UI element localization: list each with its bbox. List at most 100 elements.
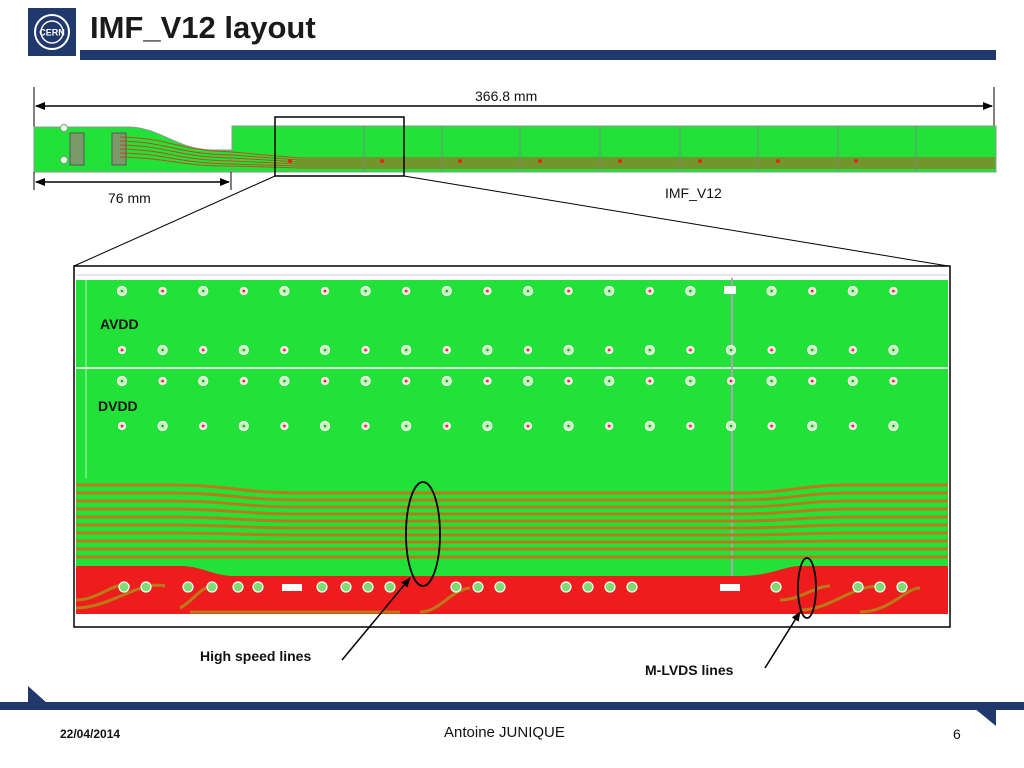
- slide-title: IMF_V12 layout: [90, 10, 316, 45]
- via-center: [404, 379, 408, 383]
- footer-page-number: 6: [953, 726, 961, 742]
- via-center: [404, 289, 408, 293]
- via-center: [810, 424, 814, 428]
- via-center: [242, 379, 246, 383]
- dvdd-label: DVDD: [98, 398, 138, 414]
- dimension-total-line: [33, 87, 995, 127]
- via-center: [648, 289, 652, 293]
- via-center: [120, 348, 124, 352]
- via-center: [161, 424, 164, 428]
- via-center: [648, 379, 652, 383]
- footer-date: 22/04/2014: [60, 727, 121, 741]
- via-center: [567, 289, 570, 293]
- footer-author: Antoine JUNIQUE: [444, 724, 565, 741]
- dimension-left-label: 76 mm: [108, 190, 151, 206]
- dimension-total-label: 366.8 mm: [475, 88, 538, 104]
- via-center: [770, 424, 773, 428]
- via-center: [201, 348, 205, 352]
- via-center: [810, 379, 814, 383]
- via-center: [364, 379, 367, 383]
- via-center: [486, 424, 489, 428]
- avdd-label: AVDD: [100, 316, 139, 332]
- via-center: [486, 379, 489, 383]
- via-center: [445, 289, 449, 293]
- title-bar: [80, 50, 996, 60]
- via-center: [770, 289, 773, 293]
- via-center: [404, 424, 408, 428]
- via-center: [689, 424, 692, 428]
- high-speed-ellipse: [405, 481, 441, 587]
- via-center: [323, 348, 327, 352]
- via-center: [120, 289, 124, 293]
- via-center: [648, 424, 652, 428]
- via-center: [364, 289, 367, 293]
- via-center: [607, 289, 611, 293]
- footer-bar: [0, 702, 1024, 710]
- via-center: [567, 379, 570, 383]
- via-center: [770, 379, 773, 383]
- via-center: [689, 379, 692, 383]
- via-center: [729, 348, 733, 352]
- via-center: [526, 424, 530, 428]
- via-center: [323, 424, 327, 428]
- via-center: [567, 348, 570, 352]
- via-center: [567, 424, 570, 428]
- via-center: [161, 348, 164, 352]
- via-center: [242, 424, 246, 428]
- zoom-detail-panel: [73, 265, 951, 628]
- via-center: [120, 424, 124, 428]
- layout-diagram: [33, 87, 997, 669]
- via-center: [770, 348, 773, 352]
- zoom-line-right: [403, 175, 949, 267]
- high-speed-lines-label: High speed lines: [200, 648, 312, 664]
- via-center: [242, 289, 246, 293]
- via-center: [201, 289, 205, 293]
- via-center: [526, 348, 530, 352]
- via-center: [851, 424, 855, 428]
- via-center: [161, 379, 164, 383]
- zoom-line-left: [73, 175, 276, 267]
- via-center: [607, 424, 611, 428]
- via-center: [526, 289, 530, 293]
- via-array: [116, 285, 899, 432]
- via-center: [607, 348, 611, 352]
- via-center: [283, 348, 286, 352]
- via-center: [810, 289, 814, 293]
- via-center: [242, 348, 246, 352]
- via-center: [729, 424, 733, 428]
- via-center: [689, 289, 692, 293]
- via-center: [851, 379, 855, 383]
- via-center: [445, 379, 449, 383]
- via-center: [364, 424, 367, 428]
- via-center: [283, 424, 286, 428]
- via-center: [364, 348, 367, 352]
- via-center: [892, 424, 895, 428]
- via-center: [689, 348, 692, 352]
- via-center: [404, 348, 408, 352]
- mlvds-ellipse: [797, 557, 817, 619]
- via-center: [201, 424, 205, 428]
- via-center: [486, 348, 489, 352]
- via-center: [851, 348, 855, 352]
- board-overview: [33, 124, 997, 173]
- high-speed-arrow: [341, 577, 411, 661]
- dimension-left-line: [33, 172, 232, 190]
- via-center: [486, 289, 489, 293]
- via-center: [892, 289, 895, 293]
- board-name-label: IMF_V12: [665, 185, 722, 201]
- via-center: [323, 289, 327, 293]
- via-center: [526, 379, 530, 383]
- via-center: [648, 348, 652, 352]
- via-center: [323, 379, 327, 383]
- via-center: [445, 424, 449, 428]
- mlvds-lines-label: M-LVDS lines: [645, 662, 734, 678]
- zoom-region-box: [274, 116, 405, 177]
- via-center: [729, 379, 733, 383]
- logo-text: CERN: [39, 28, 65, 38]
- corner-triangle-icon: [28, 686, 48, 704]
- via-center: [283, 289, 286, 293]
- via-center: [851, 289, 855, 293]
- via-center: [120, 379, 124, 383]
- via-center: [201, 379, 205, 383]
